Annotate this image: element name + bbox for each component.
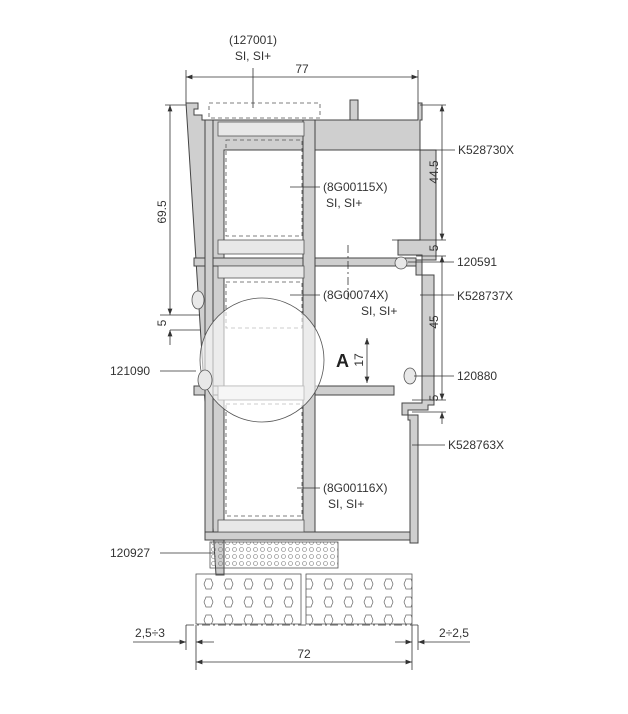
part-121090: 121090 — [110, 364, 150, 378]
dim-detail-gap: 17 — [352, 353, 366, 367]
glass-upper-code: (8G00115X) — [323, 180, 387, 194]
part-k528737x: K528737X — [457, 289, 513, 303]
dim-tolerance-right: 2÷2,5 — [439, 626, 469, 640]
part-k528730x: K528730X — [458, 143, 514, 157]
top-gasket-variant: SI, SI+ — [235, 49, 271, 63]
bottom-wall — [204, 531, 411, 541]
leader-lines — [160, 149, 455, 554]
dim-step-lower: 5 — [427, 394, 441, 401]
glass-upper-outline — [225, 139, 303, 237]
glass-lower-variant: SI, SI+ — [328, 497, 364, 511]
top-gasket-outline — [208, 102, 321, 119]
glass-middle-outline — [225, 281, 303, 329]
foam-left — [195, 573, 302, 625]
gasket-left-upper — [191, 290, 205, 310]
dim-width-bottom: 72 — [297, 647, 311, 661]
dim-tolerance-left: 2,5÷3 — [135, 626, 165, 640]
dim-height-middle-right: 45 — [427, 315, 441, 329]
part-120880: 120880 — [457, 369, 497, 383]
top-gasket-code: (127001) — [229, 33, 277, 47]
dim-step-upper: 5 — [427, 244, 441, 251]
foam-right — [305, 573, 413, 625]
glass-lower-code: (8G00116X) — [323, 481, 387, 495]
insulation-120927 — [209, 541, 339, 569]
part-k528763x: K528763X — [448, 438, 504, 452]
dim-height-upper-right: 44.5 — [427, 160, 441, 184]
dim-left-small: 5 — [155, 319, 169, 326]
dim-width-top: 77 — [295, 62, 309, 76]
gasket-120591 — [394, 256, 408, 270]
glass-middle-code: (8G00074X) — [323, 288, 388, 302]
detail-label: A — [336, 351, 349, 371]
part-120927: 120927 — [110, 546, 150, 560]
glass-upper-variant: SI, SI+ — [326, 196, 362, 210]
dim-height-left: 69.5 — [155, 200, 169, 224]
detail-circle — [199, 297, 325, 423]
part-120591: 120591 — [457, 255, 497, 269]
gasket-121090 — [197, 369, 213, 391]
glass-middle-variant: SI, SI+ — [361, 304, 397, 318]
